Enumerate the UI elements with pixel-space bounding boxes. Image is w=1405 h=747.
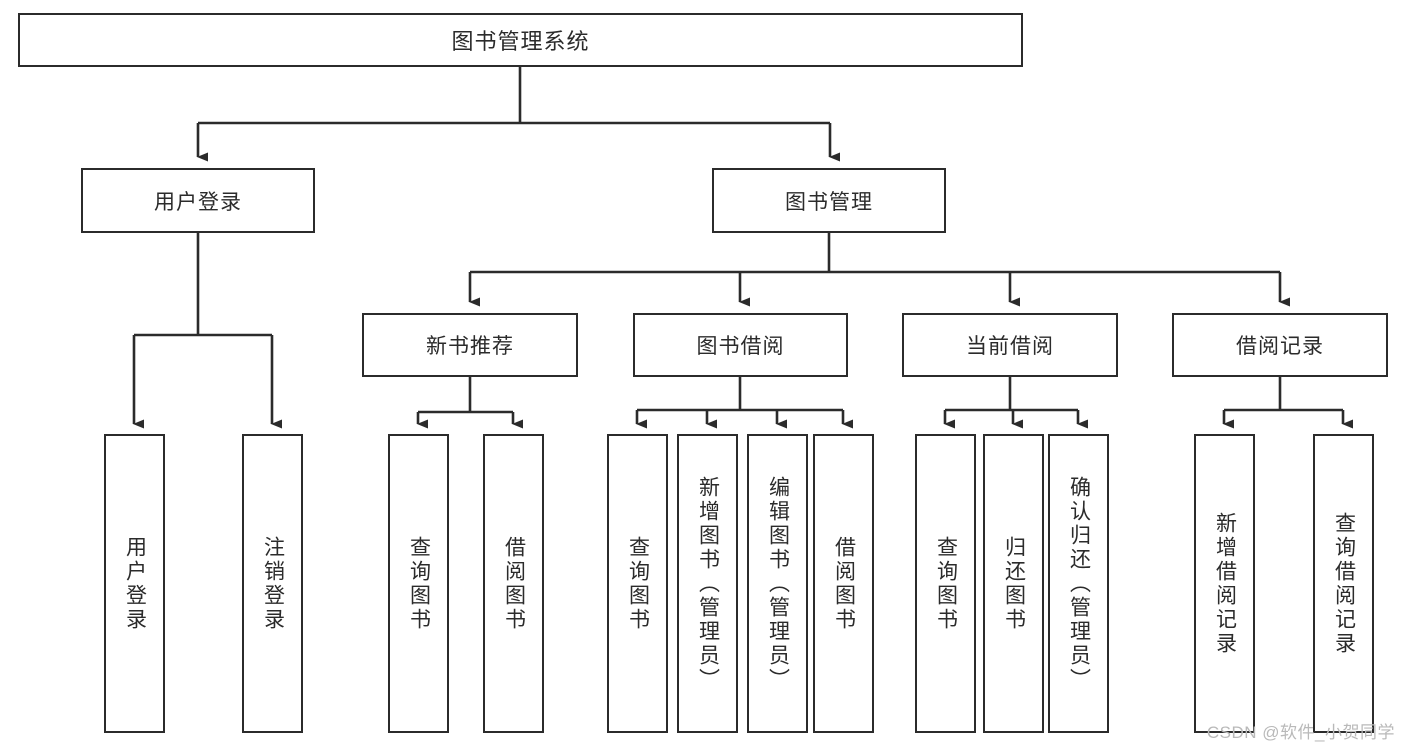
leaf-recommend-query-book[interactable]: 查询图书	[388, 434, 449, 733]
node-book-management-label: 图书管理	[785, 190, 873, 214]
node-new-book-recommend[interactable]: 新书推荐	[362, 313, 578, 377]
watermark-text: CSDN @软件_小贺同学	[1206, 723, 1395, 742]
leaf-current-confirm-return-admin[interactable]: 确认归还（管理员）	[1048, 434, 1109, 733]
leaf-user-logout[interactable]: 注销登录	[242, 434, 303, 733]
leaf-user-login-label: 用户登录	[123, 535, 147, 632]
leaf-record-add-record-label: 新增借阅记录	[1213, 511, 1237, 656]
leaf-borrow-edit-book-admin[interactable]: 编辑图书（管理员）	[747, 434, 808, 733]
leaf-recommend-borrow-book[interactable]: 借阅图书	[483, 434, 544, 733]
leaf-recommend-borrow-book-label: 借阅图书	[502, 535, 526, 632]
leaf-borrow-borrow-book[interactable]: 借阅图书	[813, 434, 874, 733]
leaf-record-add-record[interactable]: 新增借阅记录	[1194, 434, 1255, 733]
leaf-user-logout-label: 注销登录	[261, 535, 285, 632]
leaf-borrow-edit-book-admin-label: 编辑图书（管理员）	[766, 475, 790, 692]
node-root-label: 图书管理系统	[451, 29, 590, 54]
leaf-borrow-query-book-label: 查询图书	[626, 535, 650, 632]
leaf-current-query-book[interactable]: 查询图书	[915, 434, 976, 733]
leaf-user-login[interactable]: 用户登录	[104, 434, 165, 733]
node-current-borrow-label: 当前借阅	[966, 335, 1054, 358]
node-borrow-record[interactable]: 借阅记录	[1172, 313, 1388, 377]
leaf-current-confirm-return-admin-label: 确认归还（管理员）	[1067, 475, 1091, 692]
node-user-login-label: 用户登录	[154, 190, 242, 214]
leaf-current-return-book[interactable]: 归还图书	[983, 434, 1044, 733]
node-current-borrow[interactable]: 当前借阅	[902, 313, 1118, 377]
leaf-record-query-record[interactable]: 查询借阅记录	[1313, 434, 1374, 733]
node-root[interactable]: 图书管理系统	[18, 13, 1023, 67]
leaf-record-query-record-label: 查询借阅记录	[1332, 511, 1356, 656]
node-book-borrow-label: 图书借阅	[696, 335, 785, 358]
node-new-book-recommend-label: 新书推荐	[426, 335, 514, 358]
leaf-borrow-query-book[interactable]: 查询图书	[607, 434, 668, 733]
node-book-management[interactable]: 图书管理	[712, 168, 946, 233]
node-book-borrow[interactable]: 图书借阅	[633, 313, 848, 377]
leaf-recommend-query-book-label: 查询图书	[407, 535, 431, 632]
leaf-borrow-add-book-admin-label: 新增图书（管理员）	[696, 475, 720, 692]
node-borrow-record-label: 借阅记录	[1236, 335, 1324, 358]
node-user-login[interactable]: 用户登录	[81, 168, 315, 233]
leaf-borrow-add-book-admin[interactable]: 新增图书（管理员）	[677, 434, 738, 733]
leaf-current-return-book-label: 归还图书	[1002, 535, 1026, 632]
leaf-borrow-borrow-book-label: 借阅图书	[832, 535, 856, 632]
leaf-current-query-book-label: 查询图书	[934, 535, 958, 632]
